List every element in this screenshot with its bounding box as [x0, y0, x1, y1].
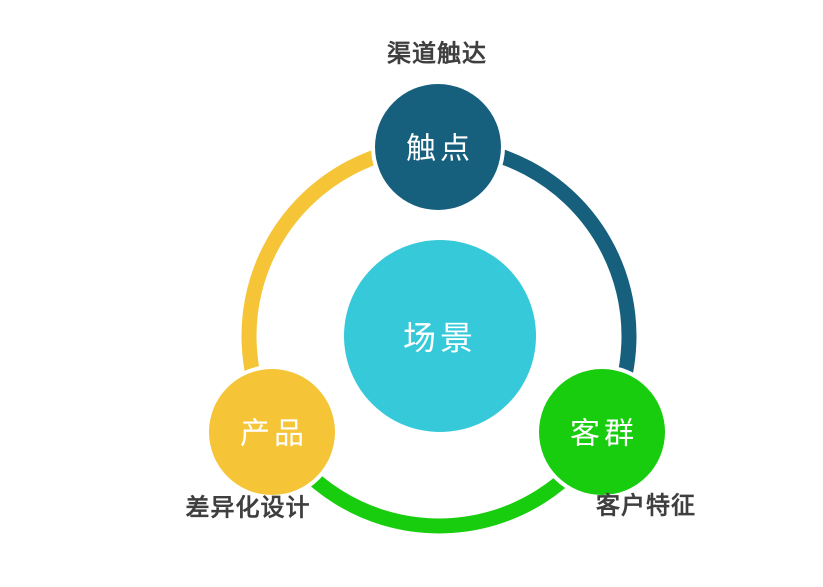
node-circle-touchpoint	[375, 84, 501, 210]
center-circle-scene	[344, 240, 536, 432]
node-label-customer-group: 客群	[570, 418, 638, 451]
center-label-scene: 场景	[403, 320, 477, 357]
node-label-touchpoint: 触点	[406, 133, 474, 166]
node-label-product: 产品	[240, 418, 308, 451]
annotation-channel-reach: 渠道触达	[387, 40, 487, 68]
node-circle-customer-group	[539, 369, 665, 495]
annotation-differentiated-design: 差异化设计	[186, 494, 311, 522]
annotation-customer-characteristics: 客户特征	[596, 492, 696, 520]
node-circle-product	[209, 369, 335, 495]
